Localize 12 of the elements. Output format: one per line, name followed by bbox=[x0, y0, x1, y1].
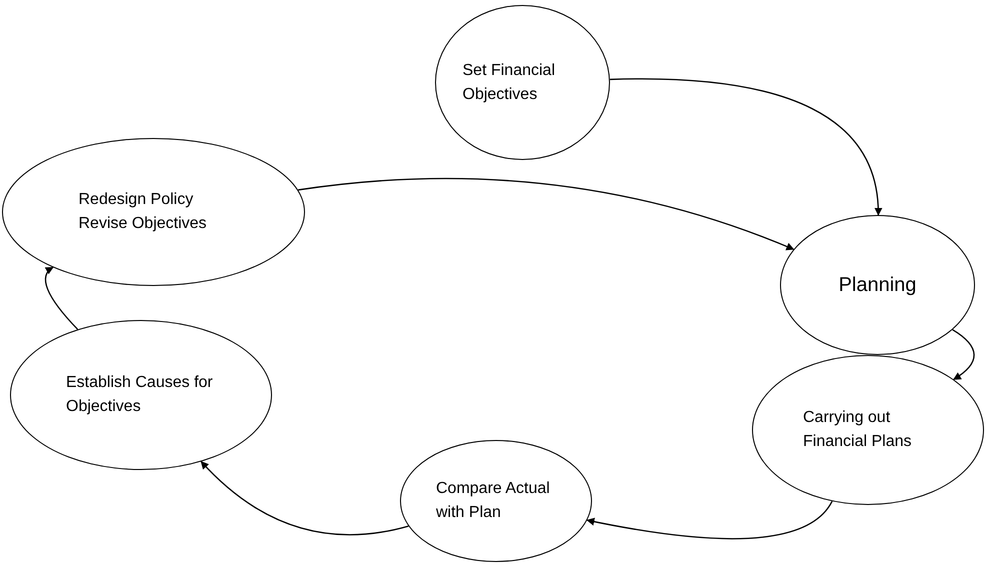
arrow bbox=[610, 78, 882, 216]
node-label: Carrying out Financial Plans bbox=[803, 408, 912, 452]
node-label: Compare Actual with Plan bbox=[436, 479, 551, 523]
arrow bbox=[586, 500, 833, 540]
node-label: Redesign Policy Revise Objectives bbox=[78, 190, 208, 234]
node-label: Establish Causes for Objectives bbox=[66, 373, 214, 417]
arrow bbox=[298, 178, 794, 250]
node-label: Set Financial Objectives bbox=[462, 60, 556, 104]
arrow bbox=[952, 329, 975, 380]
arrow bbox=[200, 461, 409, 536]
node-label: Planning bbox=[838, 273, 918, 298]
arrow bbox=[44, 266, 78, 330]
